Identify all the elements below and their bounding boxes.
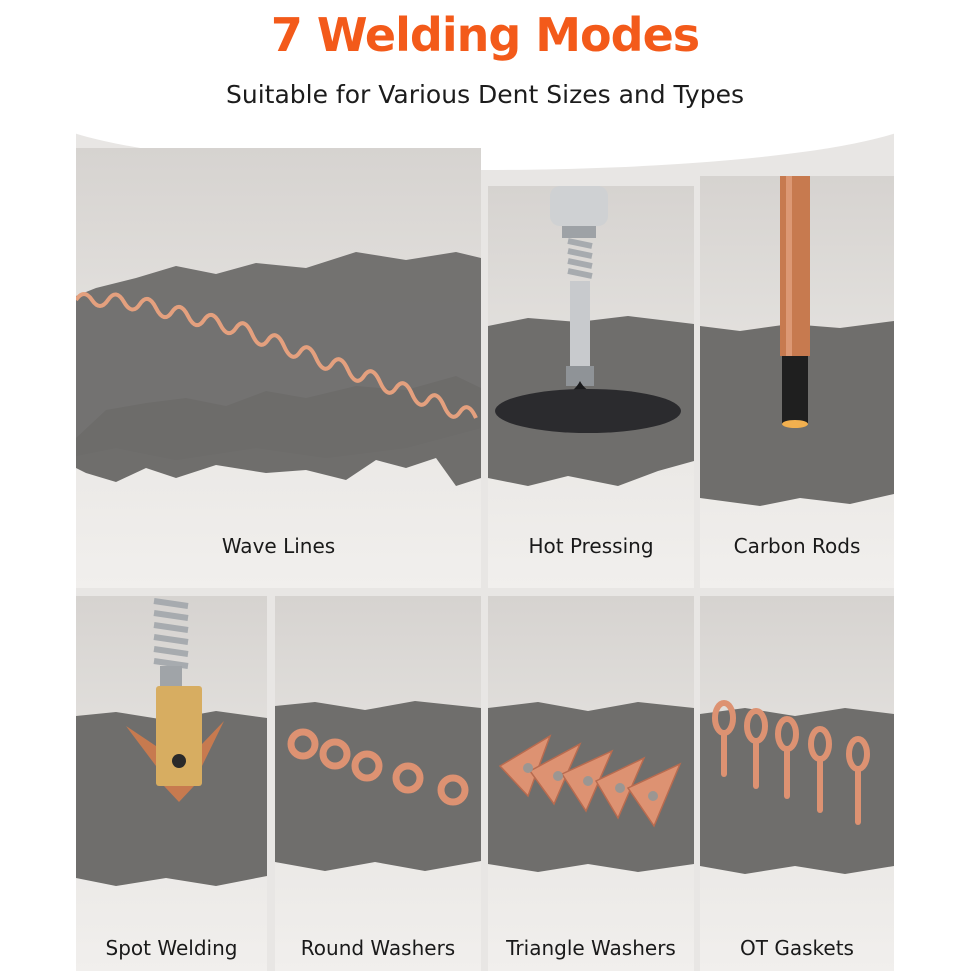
copper-wave-wire-image	[76, 252, 481, 486]
mode-card-carbon-rods: Carbon Rods	[700, 176, 894, 588]
mode-label-hot-pressing: Hot Pressing	[528, 534, 654, 558]
mode-card-wave-lines: Wave Lines	[76, 148, 481, 588]
copper-carbon-rod-image	[700, 176, 894, 506]
page-subtitle: Suitable for Various Dent Sizes and Type…	[225, 80, 744, 109]
page-title: 7 Welding Modes	[270, 8, 700, 62]
spot-weld-tip-image	[76, 598, 267, 886]
mode-label-ot-gaskets: OT Gaskets	[740, 936, 854, 960]
mode-card-ot-gaskets: OT Gaskets	[700, 596, 894, 971]
mode-card-spot-welding: Spot Welding	[76, 596, 267, 971]
round-copper-washers-image	[275, 701, 481, 871]
mode-label-carbon-rods: Carbon Rods	[733, 534, 861, 558]
header-arc	[40, 0, 930, 170]
mode-label-wave-lines: Wave Lines	[221, 534, 336, 558]
mode-card-hot-pressing: Hot Pressing	[488, 186, 694, 588]
mode-label-round-washers: Round Washers	[300, 936, 456, 960]
hot-press-disc-tool-image	[488, 186, 694, 486]
triangle-copper-washers-image	[488, 702, 694, 872]
mode-label-spot-welding: Spot Welding	[105, 936, 238, 960]
mode-label-triangle-washers: Triangle Washers	[506, 936, 676, 960]
mode-card-round-washers: Round Washers	[275, 596, 481, 971]
ot-copper-gaskets-image	[700, 700, 894, 874]
mode-card-triangle-washers: Triangle Washers	[488, 596, 694, 971]
